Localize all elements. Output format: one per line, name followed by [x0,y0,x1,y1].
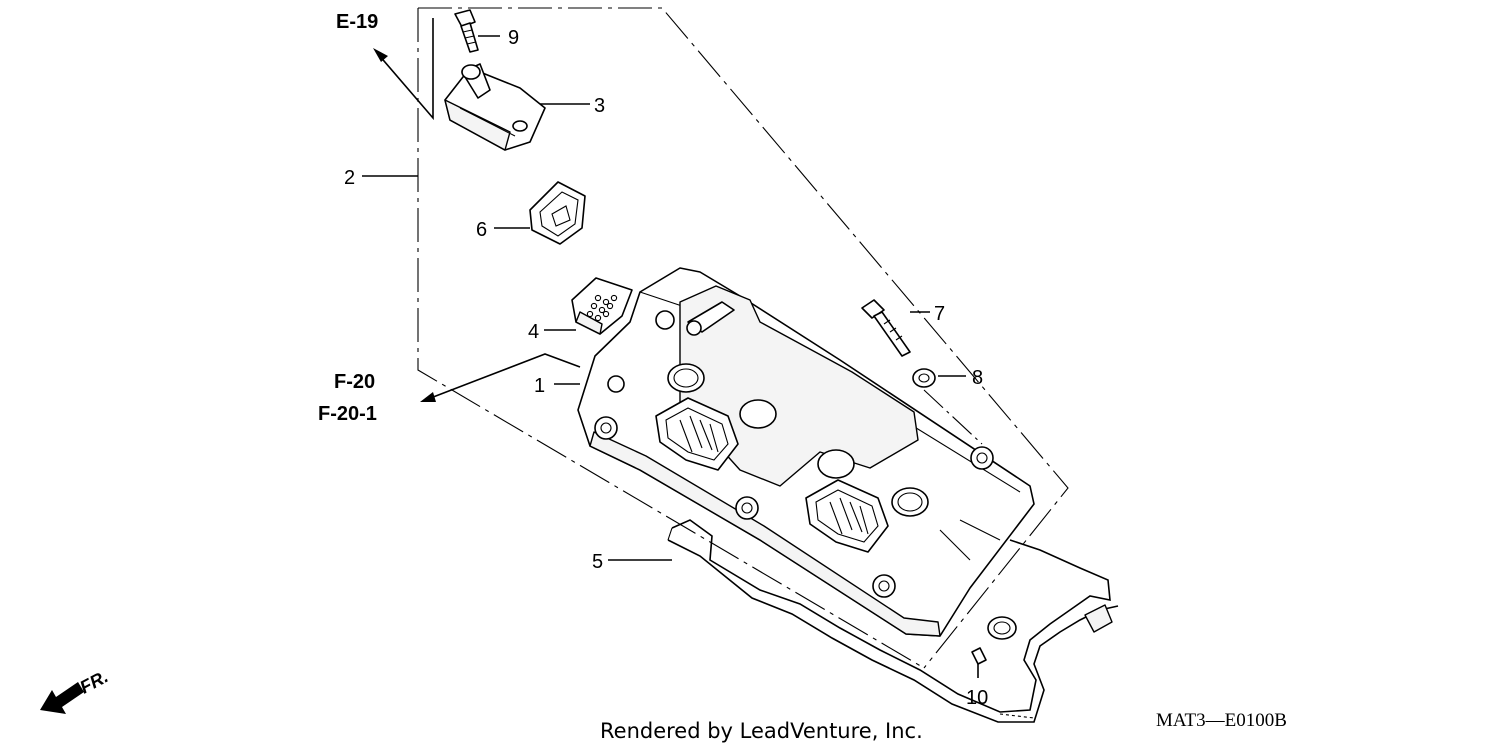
callout-9: 9 [508,27,519,49]
callout-5: 5 [592,551,603,573]
ref-f20-1-label[interactable]: F-20-1 [318,403,377,425]
part-1-head-cover [577,267,1035,637]
part-6-cover [529,181,586,245]
part-9-bolt [454,9,479,53]
ref-arrow-e19 [373,18,434,121]
part-5-gasket [667,519,1119,723]
callout-3: 3 [594,95,605,117]
front-direction-arrow: FR. [40,666,111,714]
part-3-cover [444,63,546,151]
callout-10: 10 [966,687,988,709]
callout-1: 1 [534,375,545,397]
ref-f20-label[interactable]: F-20 [334,371,375,393]
part-8-washer [912,368,983,445]
render-credit: Rendered by LeadVenture, Inc. [600,719,923,743]
diagram-code: MAT3—E0100B [1156,710,1287,731]
callout-6: 6 [476,219,487,241]
assembly-boundary [417,7,1069,669]
ref-arrow-f20 [420,353,581,402]
callout-7: 7 [934,303,945,325]
part-4-grommet [571,277,633,335]
part-10-dowel [971,647,987,665]
callout-2: 2 [344,167,355,189]
part-7-bolt [861,299,911,357]
callout-8: 8 [972,367,983,389]
leader-lines [362,35,979,678]
callout-4: 4 [528,321,539,343]
ref-e19-label[interactable]: E-19 [336,11,378,33]
